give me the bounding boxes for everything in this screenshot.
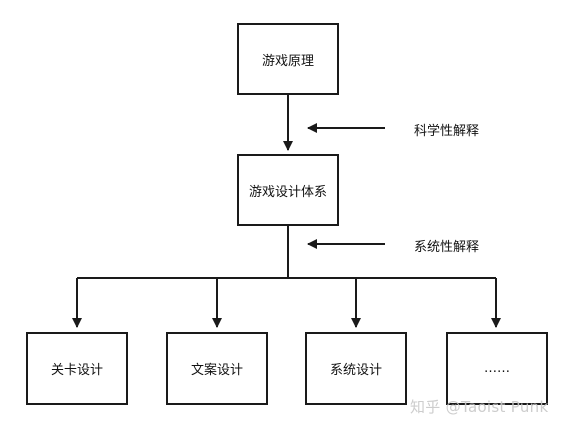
- node-more-label: ……: [484, 361, 510, 376]
- annotation-systematic-label: 系统性解释: [414, 240, 480, 255]
- node-copy-design: 文案设计: [166, 332, 268, 405]
- node-level-design-label: 关卡设计: [50, 363, 103, 378]
- node-copy-design-label: 文案设计: [190, 363, 243, 378]
- node-more: ……: [446, 332, 548, 405]
- node-game-design-system-label: 游戏设计体系: [248, 184, 327, 200]
- node-system-design-label: 系统设计: [329, 363, 382, 378]
- node-level-design: 关卡设计: [26, 332, 128, 405]
- watermark-text: 知乎 @Taoist Punk: [410, 398, 549, 416]
- node-game-principle: 游戏原理: [237, 23, 339, 95]
- node-game-design-system: 游戏设计体系: [237, 154, 339, 226]
- node-system-design: 系统设计: [305, 332, 407, 405]
- annotation-scientific-label: 科学性解释: [414, 124, 480, 139]
- node-game-principle-label: 游戏原理: [261, 53, 314, 69]
